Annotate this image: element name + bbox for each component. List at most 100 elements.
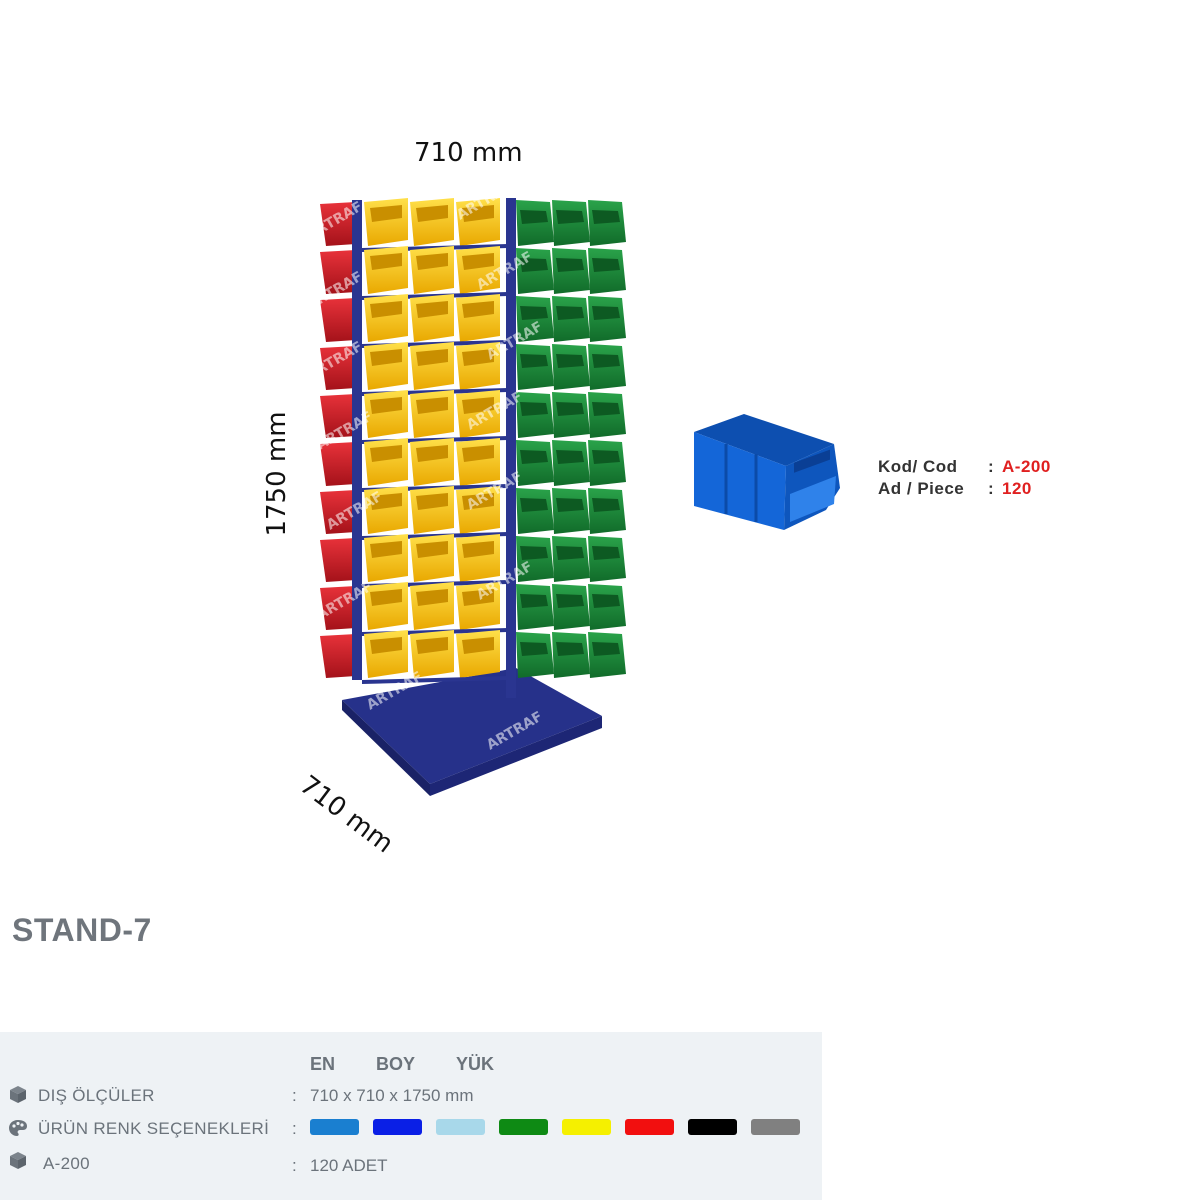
green-bin-opening [556,594,584,608]
spec-colon: : [292,1156,297,1175]
green-bin-opening [592,498,620,512]
code-label: Kod/ Cod [878,457,958,476]
green-bin-opening [520,354,548,368]
outer-dimensions-label: DIŞ ÖLÇÜLER [38,1086,155,1105]
code-row: Kod/ Cod : A-200 [878,456,1051,478]
piece-label: Ad / Piece [878,479,965,498]
green-bin-opening [592,258,620,272]
color-swatch-6[interactable] [625,1119,674,1135]
green-bin-opening [520,498,548,512]
color-swatch-1[interactable] [310,1119,359,1135]
color-swatch-2[interactable] [373,1119,422,1135]
spec-colon: : [292,1086,297,1105]
yellow-bin-opening [370,493,402,510]
green-bin-opening [520,594,548,608]
header-boy: BOY [376,1054,416,1074]
yellow-bin-opening [416,349,448,366]
yellow-bin-opening [416,637,448,654]
spec-colon: : [292,1119,297,1138]
green-bin-opening [556,642,584,656]
green-bin-opening [520,546,548,560]
yellow-bin-opening [416,445,448,462]
green-bin-opening [592,546,620,560]
a200-bin-illustration [694,414,840,530]
yellow-bin-opening [370,301,402,318]
yellow-bin-opening [462,253,494,270]
yellow-bin-opening [370,589,402,606]
yellow-bin-opening [462,493,494,510]
green-bin-opening [520,402,548,416]
green-bin-opening [556,306,584,320]
color-swatch-5[interactable] [562,1119,611,1135]
green-bin-opening [556,258,584,272]
box-icon [10,1086,26,1103]
piece-colon: : [988,479,995,498]
red-bin [320,586,356,630]
frame-post-left [352,200,362,680]
yellow-bin-opening [416,397,448,414]
green-bin-opening [592,450,620,464]
yellow-bin-opening [462,637,494,654]
green-bin-opening [592,642,620,656]
green-bin-opening [592,210,620,224]
green-bin-opening [520,642,548,656]
green-bin-opening [592,306,620,320]
color-swatch-3[interactable] [436,1119,485,1135]
yellow-bin-opening [370,349,402,366]
green-bin-opening [520,450,548,464]
green-bin-opening [556,498,584,512]
green-bin-opening [556,546,584,560]
green-bin-opening [592,402,620,416]
yellow-bin-opening [462,445,494,462]
green-bin-opening [556,210,584,224]
yellow-bin-opening [462,349,494,366]
code-value: A-200 [1002,457,1051,476]
yellow-bin-opening [416,589,448,606]
yellow-bin-opening [462,589,494,606]
green-bin-opening [592,594,620,608]
yellow-bin-opening [462,205,494,222]
palette-icon [9,1120,27,1136]
red-bin [320,394,356,438]
color-swatch-4[interactable] [499,1119,548,1135]
yellow-bin-opening [370,637,402,654]
green-bin-opening [520,306,548,320]
yellow-bin-opening [416,301,448,318]
green-bin-opening [556,402,584,416]
width-dimension-label: 710 mm [414,138,523,168]
green-bin-opening [556,354,584,368]
yellow-bin-opening [416,493,448,510]
yellow-bin-opening [416,205,448,222]
yellow-bin-opening [462,397,494,414]
yellow-bin-opening [416,541,448,558]
red-bin [320,490,356,534]
shelf-rail [362,676,508,684]
color-swatch-7[interactable] [688,1119,737,1135]
red-bin [320,538,356,582]
color-options-label: ÜRÜN RENK SEÇENEKLERİ [38,1119,270,1138]
color-swatch-8[interactable] [751,1119,800,1135]
product-title: STAND-7 [12,912,152,948]
green-bin-opening [520,210,548,224]
yellow-bin-opening [370,253,402,270]
piece-row: Ad / Piece : 120 [878,478,1051,500]
outer-dimensions-value: 710 x 710 x 1750 mm [310,1086,474,1105]
yellow-bins-column [362,198,508,684]
green-bin-opening [592,354,620,368]
yellow-bin-opening [416,253,448,270]
red-bin [320,298,356,342]
yellow-bin-opening [370,445,402,462]
frame-post-right [506,198,516,698]
header-en: EN [310,1054,336,1074]
yellow-bin-opening [370,205,402,222]
piece-value: 120 [1002,479,1032,498]
red-bin [320,250,356,294]
spec-panel: EN BOY YÜK DIŞ ÖLÇÜLER : 710 x 710 x 175… [0,1032,822,1200]
box-icon [10,1152,26,1169]
red-bins-column [320,202,356,678]
yellow-bin-opening [462,301,494,318]
red-bin [320,442,356,486]
green-bins-column [516,200,626,678]
red-bin [320,346,356,390]
